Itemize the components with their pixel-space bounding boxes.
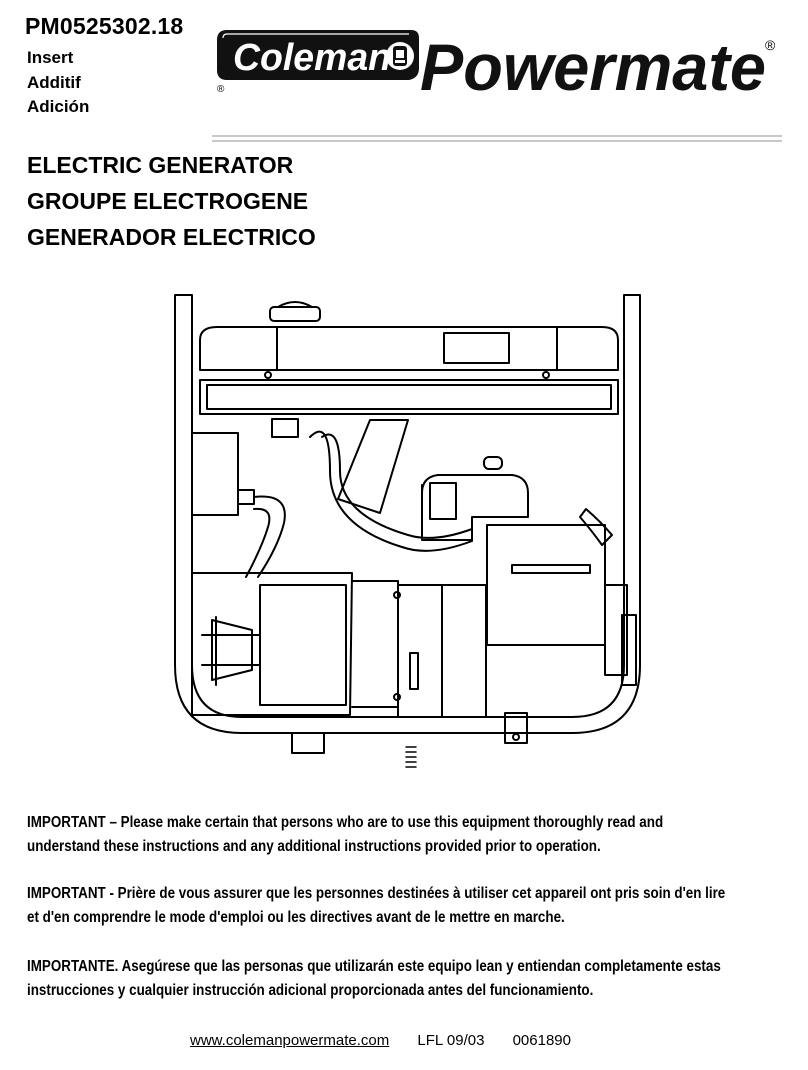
insert-label-fr: Additif xyxy=(27,73,81,92)
notice-es-line-2: instrucciones y cualquier instrucción ad… xyxy=(27,982,594,999)
notice-fr-line-2: et d'en comprendre le mode d'emploi ou l… xyxy=(27,909,565,926)
svg-text:®: ® xyxy=(217,84,225,95)
notice-en-line-1: IMPORTANT – Please make certain that per… xyxy=(27,814,664,831)
notice-en-line-2: understand these instructions and any ad… xyxy=(27,838,601,855)
header-divider xyxy=(212,135,782,137)
generator-illustration xyxy=(174,294,641,768)
svg-text:®: ® xyxy=(765,37,776,53)
brand-powermate: Powermate xyxy=(420,30,766,100)
header-divider-2 xyxy=(212,140,782,142)
notice-es-line-1: IMPORTANTE. Asegúrese que las personas q… xyxy=(27,958,721,975)
notice-fr-line-1: IMPORTANT - Prière de vous assurer que l… xyxy=(27,885,726,902)
coleman-powermate-logo: Coleman ® Powermate ® xyxy=(217,30,776,100)
notice-fr: IMPORTANT - Prière de vous assurer que l… xyxy=(27,882,726,930)
notice-en: IMPORTANT – Please make certain that per… xyxy=(27,811,672,859)
footer-code: LFL 09/03 xyxy=(417,1032,485,1049)
brand-coleman: Coleman xyxy=(233,37,391,79)
website-link[interactable]: www.colemanpowermate.com xyxy=(190,1032,390,1049)
title-fr: GROUPE ELECTROGENE xyxy=(27,188,309,214)
footer: www.colemanpowermate.com LFL 09/03 00618… xyxy=(190,1032,571,1049)
footer-number: 0061890 xyxy=(512,1032,571,1049)
insert-label-es: Adición xyxy=(27,97,90,116)
insert-label-en: Insert xyxy=(27,48,74,67)
notice-es: IMPORTANTE. Asegúrese que las personas q… xyxy=(27,955,721,1003)
title-en: ELECTRIC GENERATOR xyxy=(27,152,294,178)
part-number: PM0525302.18 xyxy=(25,13,184,39)
title-es: GENERADOR ELECTRICO xyxy=(27,224,316,250)
